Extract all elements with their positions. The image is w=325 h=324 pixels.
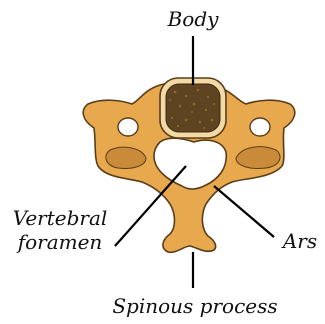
label-body: Body bbox=[167, 7, 220, 31]
label-ars: Ars bbox=[281, 229, 317, 253]
ars-leader-line bbox=[214, 186, 274, 237]
right-transverse-foramen bbox=[250, 118, 270, 136]
label-vertebral-foramen-line2: foramen bbox=[16, 230, 103, 254]
left-transverse-foramen bbox=[118, 118, 138, 136]
label-spinous-process: Spinous process bbox=[112, 294, 277, 318]
label-vertebral-foramen-line1: Vertebral bbox=[13, 206, 108, 230]
